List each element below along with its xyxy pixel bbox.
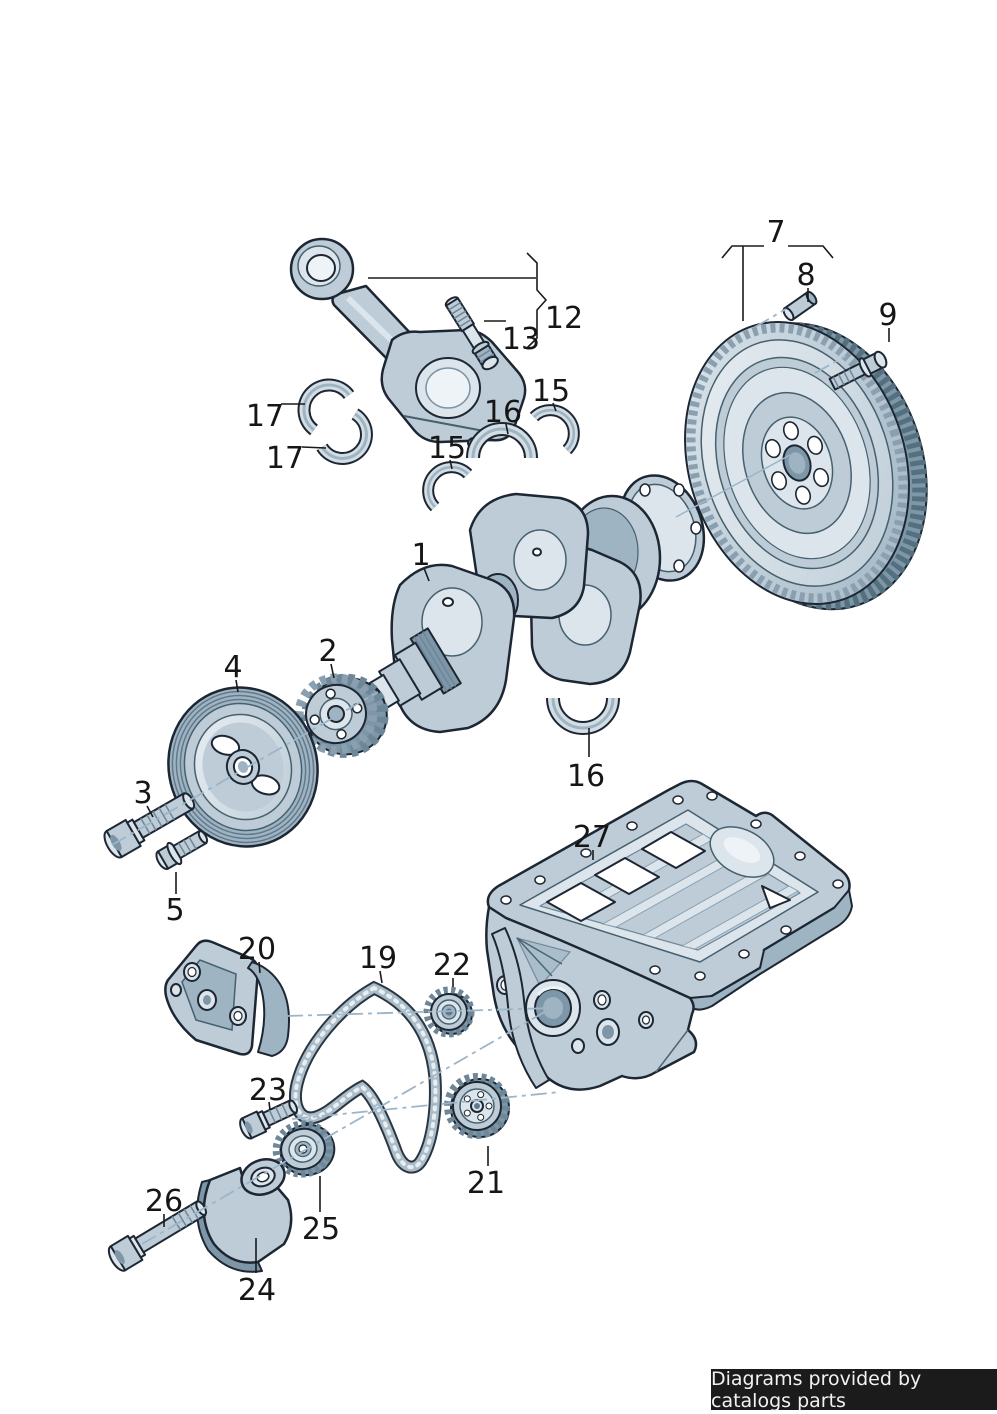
- sprocket-21-part[interactable]: [444, 1073, 510, 1139]
- chain-guide-shoe-part[interactable]: [196, 1154, 293, 1273]
- leader-line-19: [379, 970, 383, 984]
- callout-label-22[interactable]: 22: [432, 948, 472, 983]
- oil-pan-openings: [546, 831, 791, 922]
- callout-label-25[interactable]: 25: [301, 1212, 341, 1247]
- pulley-part[interactable]: [148, 668, 338, 866]
- oil-pan-part[interactable]: [485, 779, 853, 1091]
- footer-text: Diagrams provided by catalogs parts: [711, 1367, 922, 1412]
- flywheel-part[interactable]: [650, 288, 963, 643]
- callout-label-19[interactable]: 19: [358, 941, 398, 976]
- chain-guide-rail-part[interactable]: [491, 927, 550, 1089]
- callout-label-2[interactable]: 2: [318, 634, 338, 669]
- callout-label-15[interactable]: 15: [531, 374, 571, 409]
- bearing-shell-15-left[interactable]: [422, 461, 473, 512]
- leader-line-17: [301, 446, 327, 449]
- callout-label-21[interactable]: 21: [466, 1166, 506, 1201]
- leader-line-2: [330, 663, 335, 679]
- flywheel-bolt-holes: [764, 421, 830, 505]
- timing-chain-part[interactable]: [289, 980, 442, 1174]
- callout-label-17[interactable]: 17: [265, 441, 305, 476]
- bearing-shell-17-upper[interactable]: [297, 378, 355, 436]
- callout-label-5[interactable]: 5: [165, 893, 185, 928]
- chain-tensioner-part[interactable]: [164, 939, 290, 1057]
- footer-banner: Diagrams provided by catalogs parts: [711, 1367, 997, 1412]
- callout-label-16[interactable]: 16: [483, 395, 523, 430]
- callout-label-13[interactable]: 13: [501, 322, 541, 357]
- sprocket-25-part[interactable]: [272, 1118, 340, 1182]
- crankshaft-part[interactable]: [354, 464, 718, 734]
- leader-line-15: [552, 402, 557, 412]
- rod-bolt-part[interactable]: [443, 294, 501, 372]
- leader-line-20: [258, 961, 261, 974]
- callout-label-8[interactable]: 8: [796, 258, 816, 293]
- callout-label-27[interactable]: 27: [572, 820, 612, 855]
- bearing-shell-15-right[interactable]: [529, 404, 580, 455]
- sprocket-22-part[interactable]: [423, 986, 475, 1038]
- assembly-axis-lines: [111, 308, 847, 1245]
- bracket-7: [721, 245, 834, 321]
- small-bolt-part[interactable]: [153, 825, 212, 873]
- leader-line-1: [423, 567, 430, 582]
- leader-line-16: [505, 423, 509, 435]
- callout-label-1[interactable]: 1: [411, 538, 431, 573]
- callout-label-15[interactable]: 15: [427, 431, 467, 466]
- dowel-pin-part[interactable]: [782, 290, 819, 322]
- leader-line-3: [146, 805, 154, 818]
- bearing-shell-16-upper[interactable]: [466, 422, 538, 459]
- callout-label-12[interactable]: 12: [544, 301, 584, 336]
- leader-line-4: [235, 679, 239, 693]
- callout-label-7[interactable]: 7: [766, 215, 786, 250]
- bearing-shell-17-lower[interactable]: [316, 408, 373, 465]
- callout-label-4[interactable]: 4: [223, 650, 243, 685]
- bearing-shell-16-lower[interactable]: [546, 697, 620, 735]
- callout-label-26[interactable]: 26: [144, 1184, 184, 1219]
- callout-label-17[interactable]: 17: [245, 399, 285, 434]
- leader-line-15: [449, 459, 453, 470]
- callout-label-24[interactable]: 24: [237, 1273, 277, 1308]
- callout-label-20[interactable]: 20: [237, 932, 277, 967]
- callout-label-16[interactable]: 16: [566, 759, 606, 794]
- callout-label-9[interactable]: 9: [878, 298, 898, 333]
- callout-label-23[interactable]: 23: [248, 1073, 288, 1108]
- bracket-12: [368, 252, 547, 349]
- leader-line-23: [268, 1101, 271, 1111]
- tensioner-bolt-part[interactable]: [237, 1095, 300, 1140]
- flywheel-bolt-part[interactable]: [828, 348, 890, 393]
- callout-label-3[interactable]: 3: [133, 776, 153, 811]
- callout-leader-lines: [146, 288, 890, 1273]
